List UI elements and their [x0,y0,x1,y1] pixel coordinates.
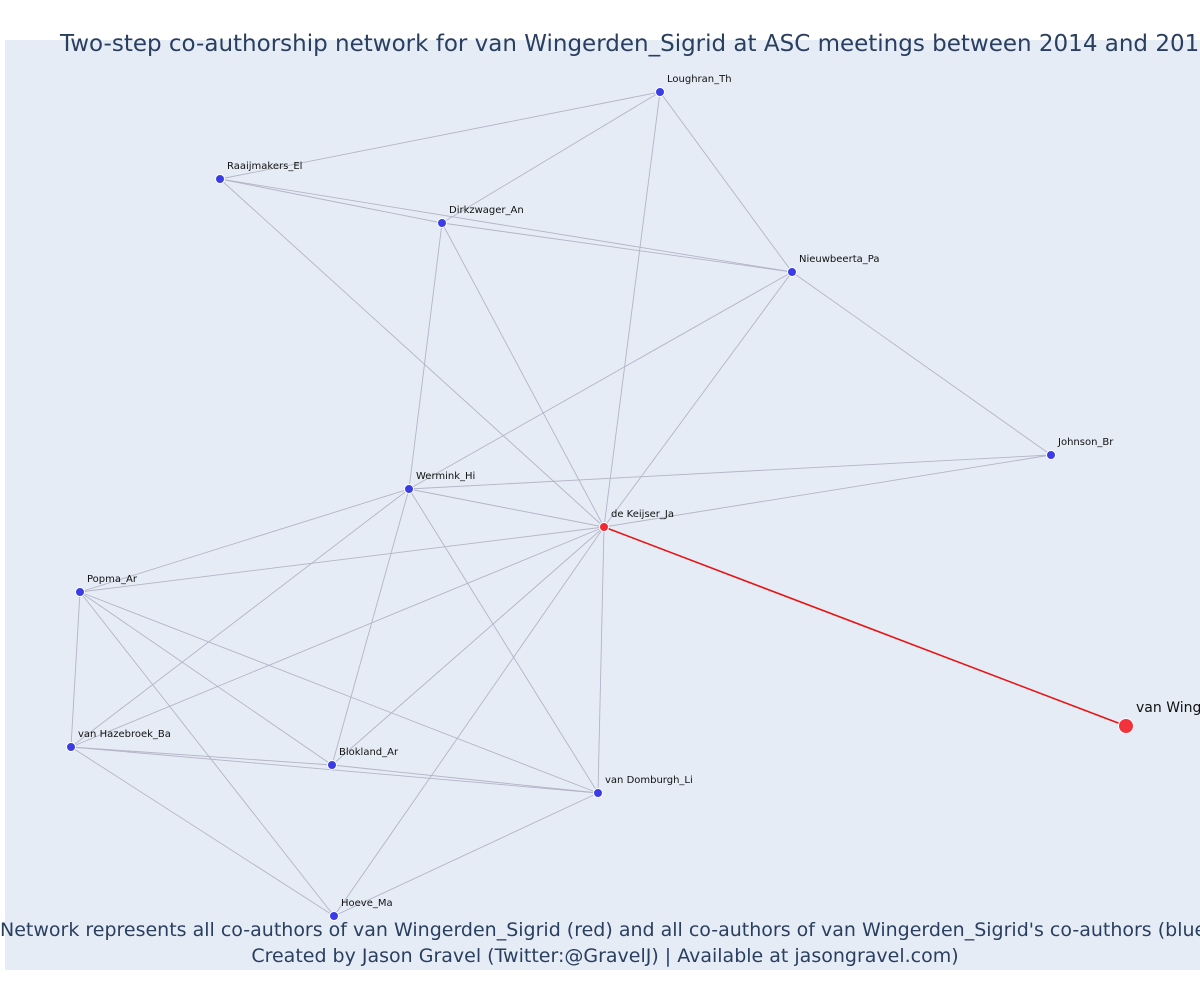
edge-nieuwbeerta-pa-johnson-br [791,271,1052,456]
caption-line-1: Network represents all co-authors of van… [0,919,1200,941]
node-raaijmakers-el[interactable] [215,174,225,184]
edge-popma-ar-van-domburgh-li [79,591,599,794]
edge-popma-ar-hoeve-ma [79,591,335,917]
node-van-wingerden-sigrid[interactable] [1118,718,1134,734]
edge-wermink-hi-van-domburgh-li [408,488,599,794]
node-label-popma-ar: Popma_Ar [87,574,138,585]
edge-wermink-hi-de-keijser-ja [408,488,605,528]
edge-van-domburgh-li-hoeve-ma [333,792,599,917]
node-hoeve-ma[interactable] [329,911,339,921]
edge-loughran-th-de-keijser-ja [603,91,661,528]
edge-loughran-th-dirkzwager-an [441,91,661,224]
edge-de-keijser-ja-van-hazebroek-ba [70,526,605,748]
edge-dirkzwager-an-de-keijser-ja [441,222,605,528]
plot-area [5,40,1200,970]
edge-van-hazebroek-ba-van-domburgh-li [70,746,599,794]
edge-loughran-th-raaijmakers-el [219,91,661,180]
node-van-hazebroek-ba[interactable] [66,742,76,752]
node-label-loughran-th: Loughran_Th [667,74,732,85]
edge-raaijmakers-el-dirkzwager-an [219,178,443,224]
edge-dirkzwager-an-wermink-hi [408,222,443,490]
edge-johnson-br-de-keijser-ja [603,454,1052,528]
edge-nieuwbeerta-pa-wermink-hi [408,271,793,490]
node-van-domburgh-li[interactable] [593,788,603,798]
edge-wermink-hi-popma-ar [79,488,410,593]
edge-dirkzwager-an-nieuwbeerta-pa [441,222,793,273]
edge-raaijmakers-el-de-keijser-ja [219,178,605,528]
edge-wermink-hi-van-hazebroek-ba [70,488,410,748]
node-johnson-br[interactable] [1046,450,1056,460]
edge-de-keijser-ja-hoeve-ma [333,526,605,917]
edge-popma-ar-van-hazebroek-ba [70,591,81,748]
node-label-van-domburgh-li: van Domburgh_Li [605,775,693,786]
node-label-blokland-ar: Blokland_Ar [339,747,399,758]
node-label-van-wingerden-sigrid: van Wingerden_Sigrid [1136,700,1200,716]
edge-popma-ar-blokland-ar [79,591,333,766]
edge-de-keijser-ja-popma-ar [79,526,605,593]
node-label-nieuwbeerta-pa: Nieuwbeerta_Pa [799,254,879,265]
node-label-raaijmakers-el: Raaijmakers_El [227,161,302,172]
edge-loughran-th-nieuwbeerta-pa [659,91,793,273]
edge-van-wingerden-sigrid-de-keijser-ja [603,526,1127,727]
edge-wermink-hi-blokland-ar [331,488,410,766]
caption-line-2: Created by Jason Gravel (Twitter:@Gravel… [251,945,959,967]
node-label-wermink-hi: Wermink_Hi [416,471,475,482]
edge-raaijmakers-el-nieuwbeerta-pa [219,178,793,273]
edge-blokland-ar-van-domburgh-li [331,764,599,794]
edge-van-hazebroek-ba-hoeve-ma [70,746,335,917]
node-blokland-ar[interactable] [327,760,337,770]
node-loughran-th[interactable] [655,87,665,97]
node-label-van-hazebroek-ba: van Hazebroek_Ba [78,729,171,740]
node-label-de-keijser-ja: de Keijser_Ja [611,509,674,520]
edge-johnson-br-wermink-hi [408,454,1052,490]
node-label-dirkzwager-an: Dirkzwager_An [449,205,524,216]
edge-van-hazebroek-ba-blokland-ar [70,746,333,766]
edge-de-keijser-ja-blokland-ar [331,526,605,766]
node-label-johnson-br: Johnson_Br [1057,437,1114,448]
node-wermink-hi[interactable] [404,484,414,494]
chart-caption: Network represents all co-authors of van… [0,917,1200,969]
node-nieuwbeerta-pa[interactable] [787,267,797,277]
edge-nieuwbeerta-pa-de-keijser-ja [603,271,793,528]
node-label-hoeve-ma: Hoeve_Ma [341,898,393,909]
node-popma-ar[interactable] [75,587,85,597]
chart-title: Two-step co-authorship network for van W… [60,31,1200,57]
node-dirkzwager-an[interactable] [437,218,447,228]
edge-de-keijser-ja-van-domburgh-li [597,526,605,794]
node-de-keijser-ja[interactable] [599,522,609,532]
